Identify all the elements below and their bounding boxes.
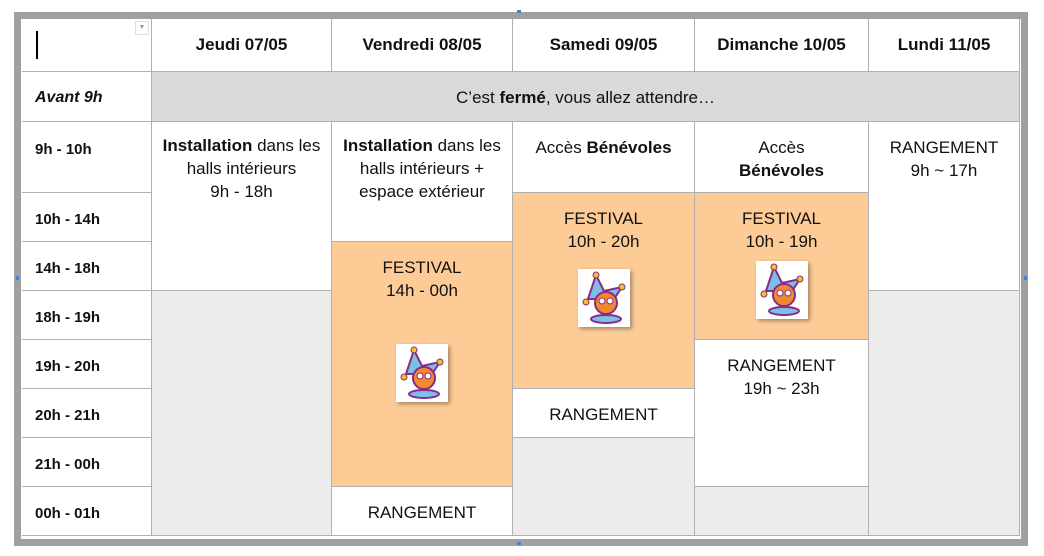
event-time: 10h - 20h [567, 232, 640, 251]
empty-cell [695, 487, 869, 536]
closed-text-end: , vous allez attendre… [545, 88, 715, 107]
header-day: Vendredi 08/05 [332, 19, 513, 72]
resize-handle-bottom[interactable] [517, 542, 521, 545]
event-title: FESTIVAL [382, 258, 462, 277]
event-title: RANGEMENT [727, 356, 836, 375]
event-time: 10h - 19h [745, 232, 818, 251]
event-time: 19h ~ 23h [743, 379, 820, 398]
event-rangement-dimanche: RANGEMENT 19h ~ 23h [695, 340, 869, 487]
event-desc: Accès [535, 138, 587, 157]
event-time: 9h - 18h [210, 182, 273, 201]
resize-handle-left[interactable] [16, 276, 19, 280]
event-desc: dans les halls intérieurs + espace extér… [359, 136, 501, 201]
jester-icon [577, 269, 630, 327]
event-time: 9h ~ 17h [910, 161, 978, 180]
jester-icon [396, 344, 448, 402]
closed-text: C’est [456, 88, 500, 107]
event-desc: dans les halls intérieurs [186, 136, 321, 178]
header-day: Jeudi 07/05 [152, 19, 332, 72]
event-rangement-samedi: RANGEMENT [513, 389, 695, 438]
event-title: Bénévoles [586, 138, 672, 157]
corner-cell[interactable]: ▼ [22, 19, 152, 72]
jester-icon [755, 261, 808, 319]
row-label-avant: Avant 9h [22, 72, 152, 122]
event-time: 14h - 00h [386, 281, 458, 300]
header-day: Lundi 11/05 [869, 19, 1020, 72]
time-label: 00h - 01h [22, 487, 152, 536]
time-label: 14h - 18h [22, 242, 152, 291]
resize-handle-right[interactable] [1024, 276, 1027, 280]
event-rangement-vendredi: RANGEMENT [332, 487, 513, 536]
event-title: RANGEMENT [889, 138, 999, 157]
time-label: 18h - 19h [22, 291, 152, 340]
event-installation-vendredi: Installation dans les halls intérieurs +… [332, 122, 513, 242]
time-label: 19h - 20h [22, 340, 152, 389]
header-day: Samedi 09/05 [513, 19, 695, 72]
empty-cell [513, 438, 695, 536]
event-title: Installation [162, 136, 253, 155]
event-title: Bénévoles [738, 161, 825, 180]
dropdown-arrow-icon[interactable]: ▼ [135, 21, 149, 35]
time-label: 10h - 14h [22, 193, 152, 242]
resize-handle-top[interactable] [517, 10, 521, 13]
event-title: FESTIVAL [563, 209, 644, 228]
event-festival-samedi: FESTIVAL 10h - 20h [513, 193, 695, 389]
event-festival-dimanche: FESTIVAL 10h - 19h [695, 193, 869, 340]
time-label: 20h - 21h [22, 389, 152, 438]
event-installation-jeudi: Installation dans les halls intérieurs 9h… [152, 122, 332, 291]
event-title: FESTIVAL [741, 209, 822, 228]
event-acces-samedi: Accès Bénévoles [513, 122, 695, 193]
header-day: Dimanche 10/05 [695, 19, 869, 72]
closed-bold: fermé [499, 88, 546, 107]
event-festival-vendredi: FESTIVAL 14h - 00h [332, 242, 513, 487]
time-label: 9h - 10h [22, 122, 152, 193]
event-rangement-lundi: RANGEMENT 9h ~ 17h [869, 122, 1020, 291]
event-desc: Accès [758, 138, 805, 157]
closed-banner: C’est fermé, vous allez attendre… [152, 72, 1020, 122]
empty-cell [152, 291, 332, 536]
time-label: 21h - 00h [22, 438, 152, 487]
text-cursor [36, 31, 38, 59]
event-title: Installation [343, 136, 433, 155]
empty-cell [869, 291, 1020, 536]
